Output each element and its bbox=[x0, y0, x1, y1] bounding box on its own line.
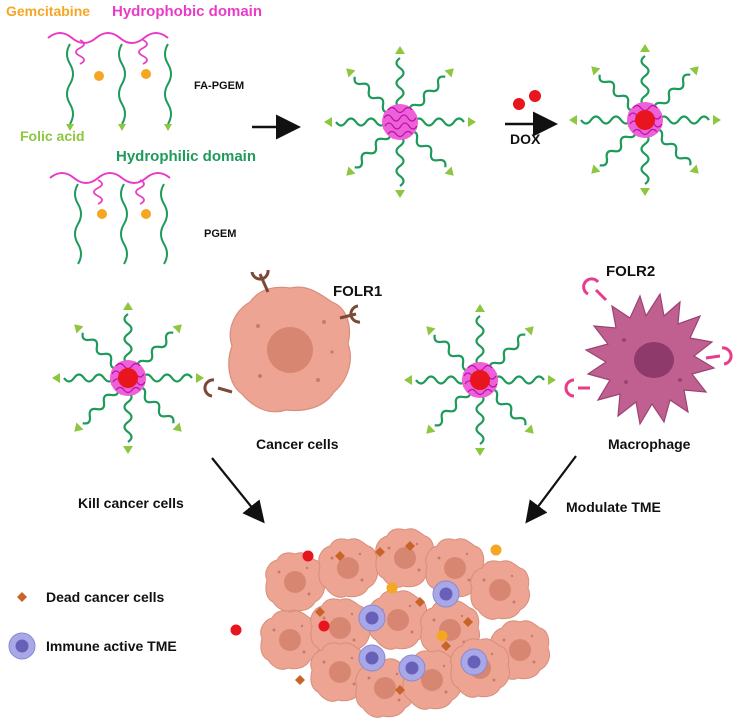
dox-dot bbox=[529, 90, 541, 102]
dox-label: DOX bbox=[510, 131, 541, 147]
fa-pgem-label: FA-PGEM bbox=[194, 80, 244, 92]
loaded-micelle bbox=[402, 302, 558, 458]
pgem-polymer bbox=[49, 172, 171, 265]
gemcitabine-label: Gemcitabine bbox=[6, 3, 90, 19]
loaded-micelle bbox=[50, 300, 206, 456]
folr2-label: FOLR2 bbox=[606, 263, 655, 280]
cancer-cells-label: Cancer cells bbox=[256, 436, 339, 452]
hydrophilic-label: Hydrophilic domain bbox=[116, 148, 256, 165]
folr2-receptor bbox=[564, 277, 733, 398]
fa-pgem-polymer bbox=[47, 32, 172, 131]
kill-label: Kill cancer cells bbox=[78, 495, 184, 511]
legend: Dead cancer cells Immune active TME bbox=[8, 589, 177, 660]
pgem-label: PGEM bbox=[204, 228, 236, 240]
dead-cell-legend-icon bbox=[17, 592, 27, 602]
folr1-receptor bbox=[203, 269, 361, 398]
immune-tme-legend-label: Immune active TME bbox=[46, 638, 177, 654]
kill-arrow bbox=[211, 457, 265, 524]
cancer-cell bbox=[228, 286, 351, 413]
loaded-micelle bbox=[567, 42, 723, 198]
scattered-drugs bbox=[230, 544, 502, 642]
modulate-label: Modulate TME bbox=[566, 499, 661, 515]
folr1-label: FOLR1 bbox=[333, 283, 382, 300]
hydrophobic-label: Hydrophobic domain bbox=[112, 3, 262, 20]
immune-cell-legend-icon bbox=[8, 632, 36, 660]
empty-micelle bbox=[322, 44, 478, 200]
dox-dot bbox=[513, 98, 525, 110]
folic-acid-label: Folic acid bbox=[20, 128, 85, 144]
macrophage-cell bbox=[584, 292, 716, 426]
dead-cells-legend-label: Dead cancer cells bbox=[46, 589, 165, 605]
modulate-arrow bbox=[525, 455, 577, 524]
macrophage-label: Macrophage bbox=[608, 436, 691, 452]
